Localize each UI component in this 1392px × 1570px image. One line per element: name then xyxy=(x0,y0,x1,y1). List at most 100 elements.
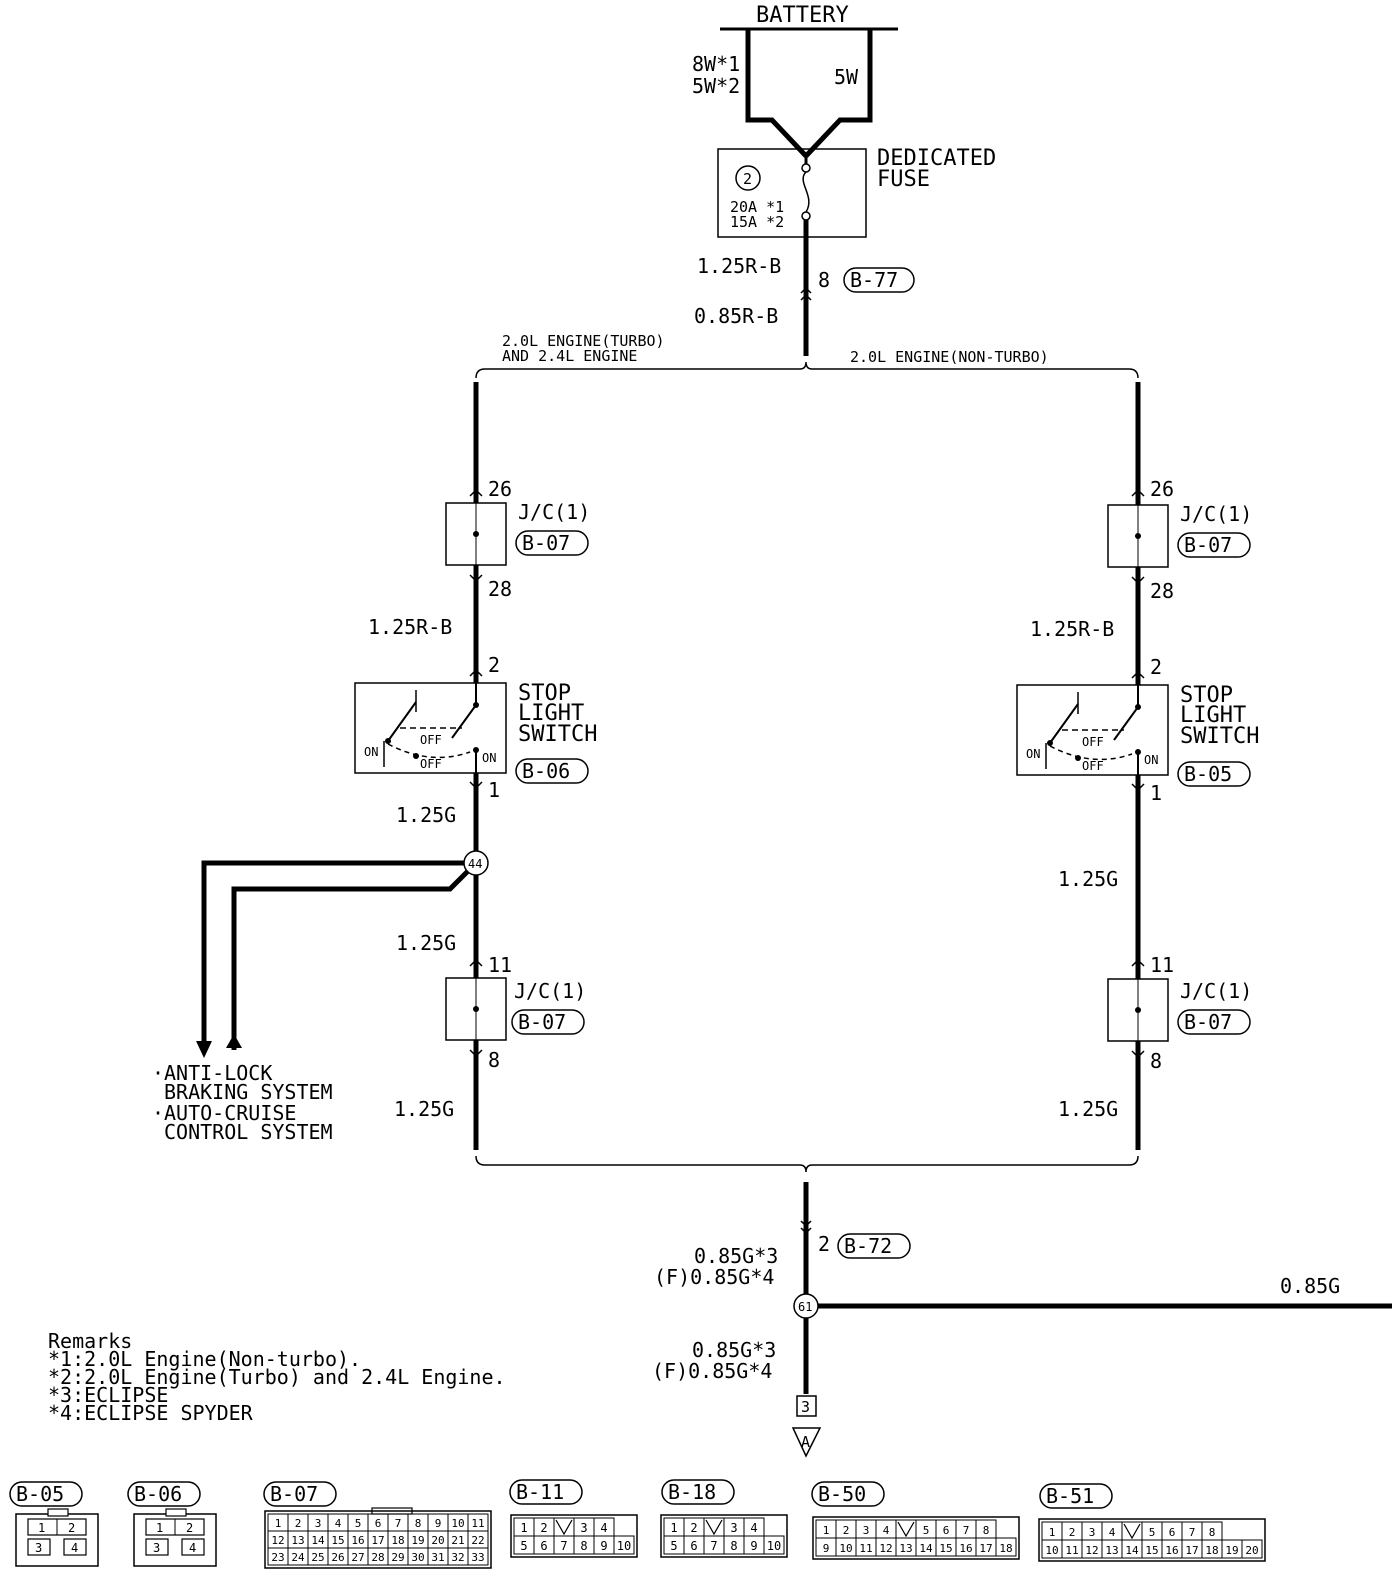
left-switch-on-a: ON xyxy=(364,745,378,759)
main-pin: 8 xyxy=(818,268,830,292)
connector-view-b05: B-05 1 2 3 4 xyxy=(9,1481,99,1567)
left-switch-contact-c xyxy=(473,702,479,708)
connector-view-b07-badge xyxy=(263,1481,337,1507)
connector-view-b50-pin: 8 xyxy=(983,1524,990,1537)
connector-view-b07-pin: 27 xyxy=(351,1551,364,1564)
dest-cruise-1: AUTO-CRUISE xyxy=(164,1101,296,1125)
connector-view-b06-pin-1: 1 xyxy=(156,1521,163,1535)
output-wire-a-1: 0.85G*3 xyxy=(694,1244,778,1268)
fuse-name-1: DEDICATED xyxy=(877,146,996,171)
terminal-3-box xyxy=(796,1395,817,1417)
right-switch-contact-a xyxy=(1047,740,1053,746)
connector-view-b07-cell xyxy=(467,1547,489,1566)
connector-view-b51-pin: 20 xyxy=(1245,1544,1258,1557)
dest-dot-1: · xyxy=(152,1061,164,1085)
connector-view-b18-pin: 8 xyxy=(730,1539,737,1553)
right-branch: 26 28 J/C(1) B-07 1.25R-B 2 ON OFF OFF O… xyxy=(1016,382,1259,1150)
connector-view-b51-pin: 11 xyxy=(1065,1544,1078,1557)
right-jc-top-pin-in: 26 xyxy=(1150,477,1174,501)
left-jc-bottom-connector-badge xyxy=(511,1009,585,1035)
battery-wire-left-2: 5W*2 xyxy=(692,74,740,98)
connector-view-b50-cell xyxy=(995,1537,1017,1557)
connector-view-b11-shell xyxy=(510,1514,638,1558)
left-jc-bottom-name: J/C(1) xyxy=(514,979,586,1003)
fuse-rating-2: 15A *2 xyxy=(730,213,784,231)
right-switch-pin-in: 2 xyxy=(1150,655,1162,679)
left-switch-contact-d xyxy=(473,747,479,753)
splice-44 xyxy=(463,850,489,876)
connector-view-b51-pin: 14 xyxy=(1125,1544,1139,1557)
connector-view-b51-pin: 5 xyxy=(1149,1526,1156,1539)
connector-view-b11-pin: 9 xyxy=(600,1539,607,1553)
connector-view-b51-pin: 16 xyxy=(1165,1544,1178,1557)
left-switch-arm-right xyxy=(451,704,477,739)
connector-view-b50-pin: 6 xyxy=(943,1524,950,1537)
connector-view-b07-pin: 26 xyxy=(331,1551,344,1564)
left-wire-after-switch: 1.25G xyxy=(396,803,456,827)
connector-view-b11-id: B-11 xyxy=(516,1480,564,1504)
connector-view-b07-pin: 12 xyxy=(271,1534,284,1547)
connector-view-b07-pin: 23 xyxy=(271,1551,284,1564)
continuation-a-triangle[interactable] xyxy=(791,1427,822,1458)
left-jc-top-connector-badge xyxy=(515,530,589,556)
dest-abs-2: BRAKING SYSTEM xyxy=(164,1080,333,1104)
battery: BATTERY 8W*1 5W*2 5W xyxy=(692,3,898,158)
connector-view-b18-id: B-18 xyxy=(668,1480,716,1504)
remarks-line-2: *2:2.0L Engine(Turbo) and 2.4L Engine. xyxy=(48,1365,506,1389)
connector-view-b07-pin: 4 xyxy=(335,1517,342,1530)
right-switch-out-arrow xyxy=(1131,783,1145,792)
connector-view-b18-shell xyxy=(660,1514,788,1558)
connector-view-b06-pin-2: 2 xyxy=(186,1521,193,1535)
left-switch-on-b: ON xyxy=(482,751,496,765)
abs-output-wire xyxy=(201,860,476,1050)
connector-view-b51-pin: 3 xyxy=(1089,1526,1096,1539)
main-wire-lower: 0.85R-B xyxy=(694,304,778,328)
left-switch-name-2: LIGHT xyxy=(518,701,584,726)
left-jc-bottom-dot xyxy=(473,1006,479,1012)
left-jc-bottom-pin-in: 11 xyxy=(488,953,512,977)
left-switch-off-a: OFF xyxy=(420,733,442,747)
fuse-name-2: FUSE xyxy=(877,167,930,192)
left-switch-contact-a xyxy=(385,738,391,744)
connector-view-b51-pin: 8 xyxy=(1209,1526,1216,1539)
connector-view-b18-pin: 3 xyxy=(730,1521,737,1535)
right-jc-top-in-arrow xyxy=(1131,488,1145,497)
fuse-element xyxy=(802,171,810,213)
connector-view-b51-pin: 17 xyxy=(1185,1544,1198,1557)
connector-view-b18-pin: 4 xyxy=(750,1521,757,1535)
connector-view-b50-pin: 1 xyxy=(823,1524,830,1537)
connector-view-b50-pin: 15 xyxy=(939,1542,952,1555)
right-switch-contact-b xyxy=(1075,755,1081,761)
output-pin: 2 xyxy=(818,1232,830,1256)
connector-view-b50-pin: 5 xyxy=(923,1524,930,1537)
connector-view-b51-pin: 12 xyxy=(1085,1544,1098,1557)
connector-view-b05-cell-4 xyxy=(63,1538,87,1556)
left-wire-bottom: 1.25G xyxy=(394,1097,454,1121)
right-switch-contact-c xyxy=(1135,704,1141,710)
connector-view-b07-pin: 3 xyxy=(315,1517,322,1530)
fuse-terminal-top xyxy=(801,163,811,173)
connector-view-b50-pin: 4 xyxy=(883,1524,890,1537)
dedicated-fuse: 2 20A *1 15A *2 DEDICATED FUSE xyxy=(717,146,996,238)
branch-right: 2.0L ENGINE(NON-TURBO) xyxy=(850,348,1049,366)
right-jc-bottom-out-arrow xyxy=(1131,1050,1145,1059)
merge-brace xyxy=(475,1155,1139,1173)
right-switch-connector: B-05 xyxy=(1184,762,1232,786)
connector-view-b50-pin: 3 xyxy=(863,1524,870,1537)
right-switch-connector-badge xyxy=(1177,761,1251,787)
connector-view-b50-pin: 2 xyxy=(843,1524,850,1537)
connector-view-b51-badge xyxy=(1039,1483,1113,1509)
connector-view-b11-cell xyxy=(613,1535,635,1555)
connector-view-b07-id: B-07 xyxy=(270,1482,318,1506)
right-jc-top-pin-out: 28 xyxy=(1150,579,1174,603)
connector-view-b18-pin: 9 xyxy=(750,1539,757,1553)
cruise-output-arrow xyxy=(226,1034,242,1048)
left-jc-bottom-pin-out: 8 xyxy=(488,1048,500,1072)
connector-view-b51-pin: 18 xyxy=(1205,1544,1218,1557)
connector-view-b11-key-mark xyxy=(555,1519,573,1536)
